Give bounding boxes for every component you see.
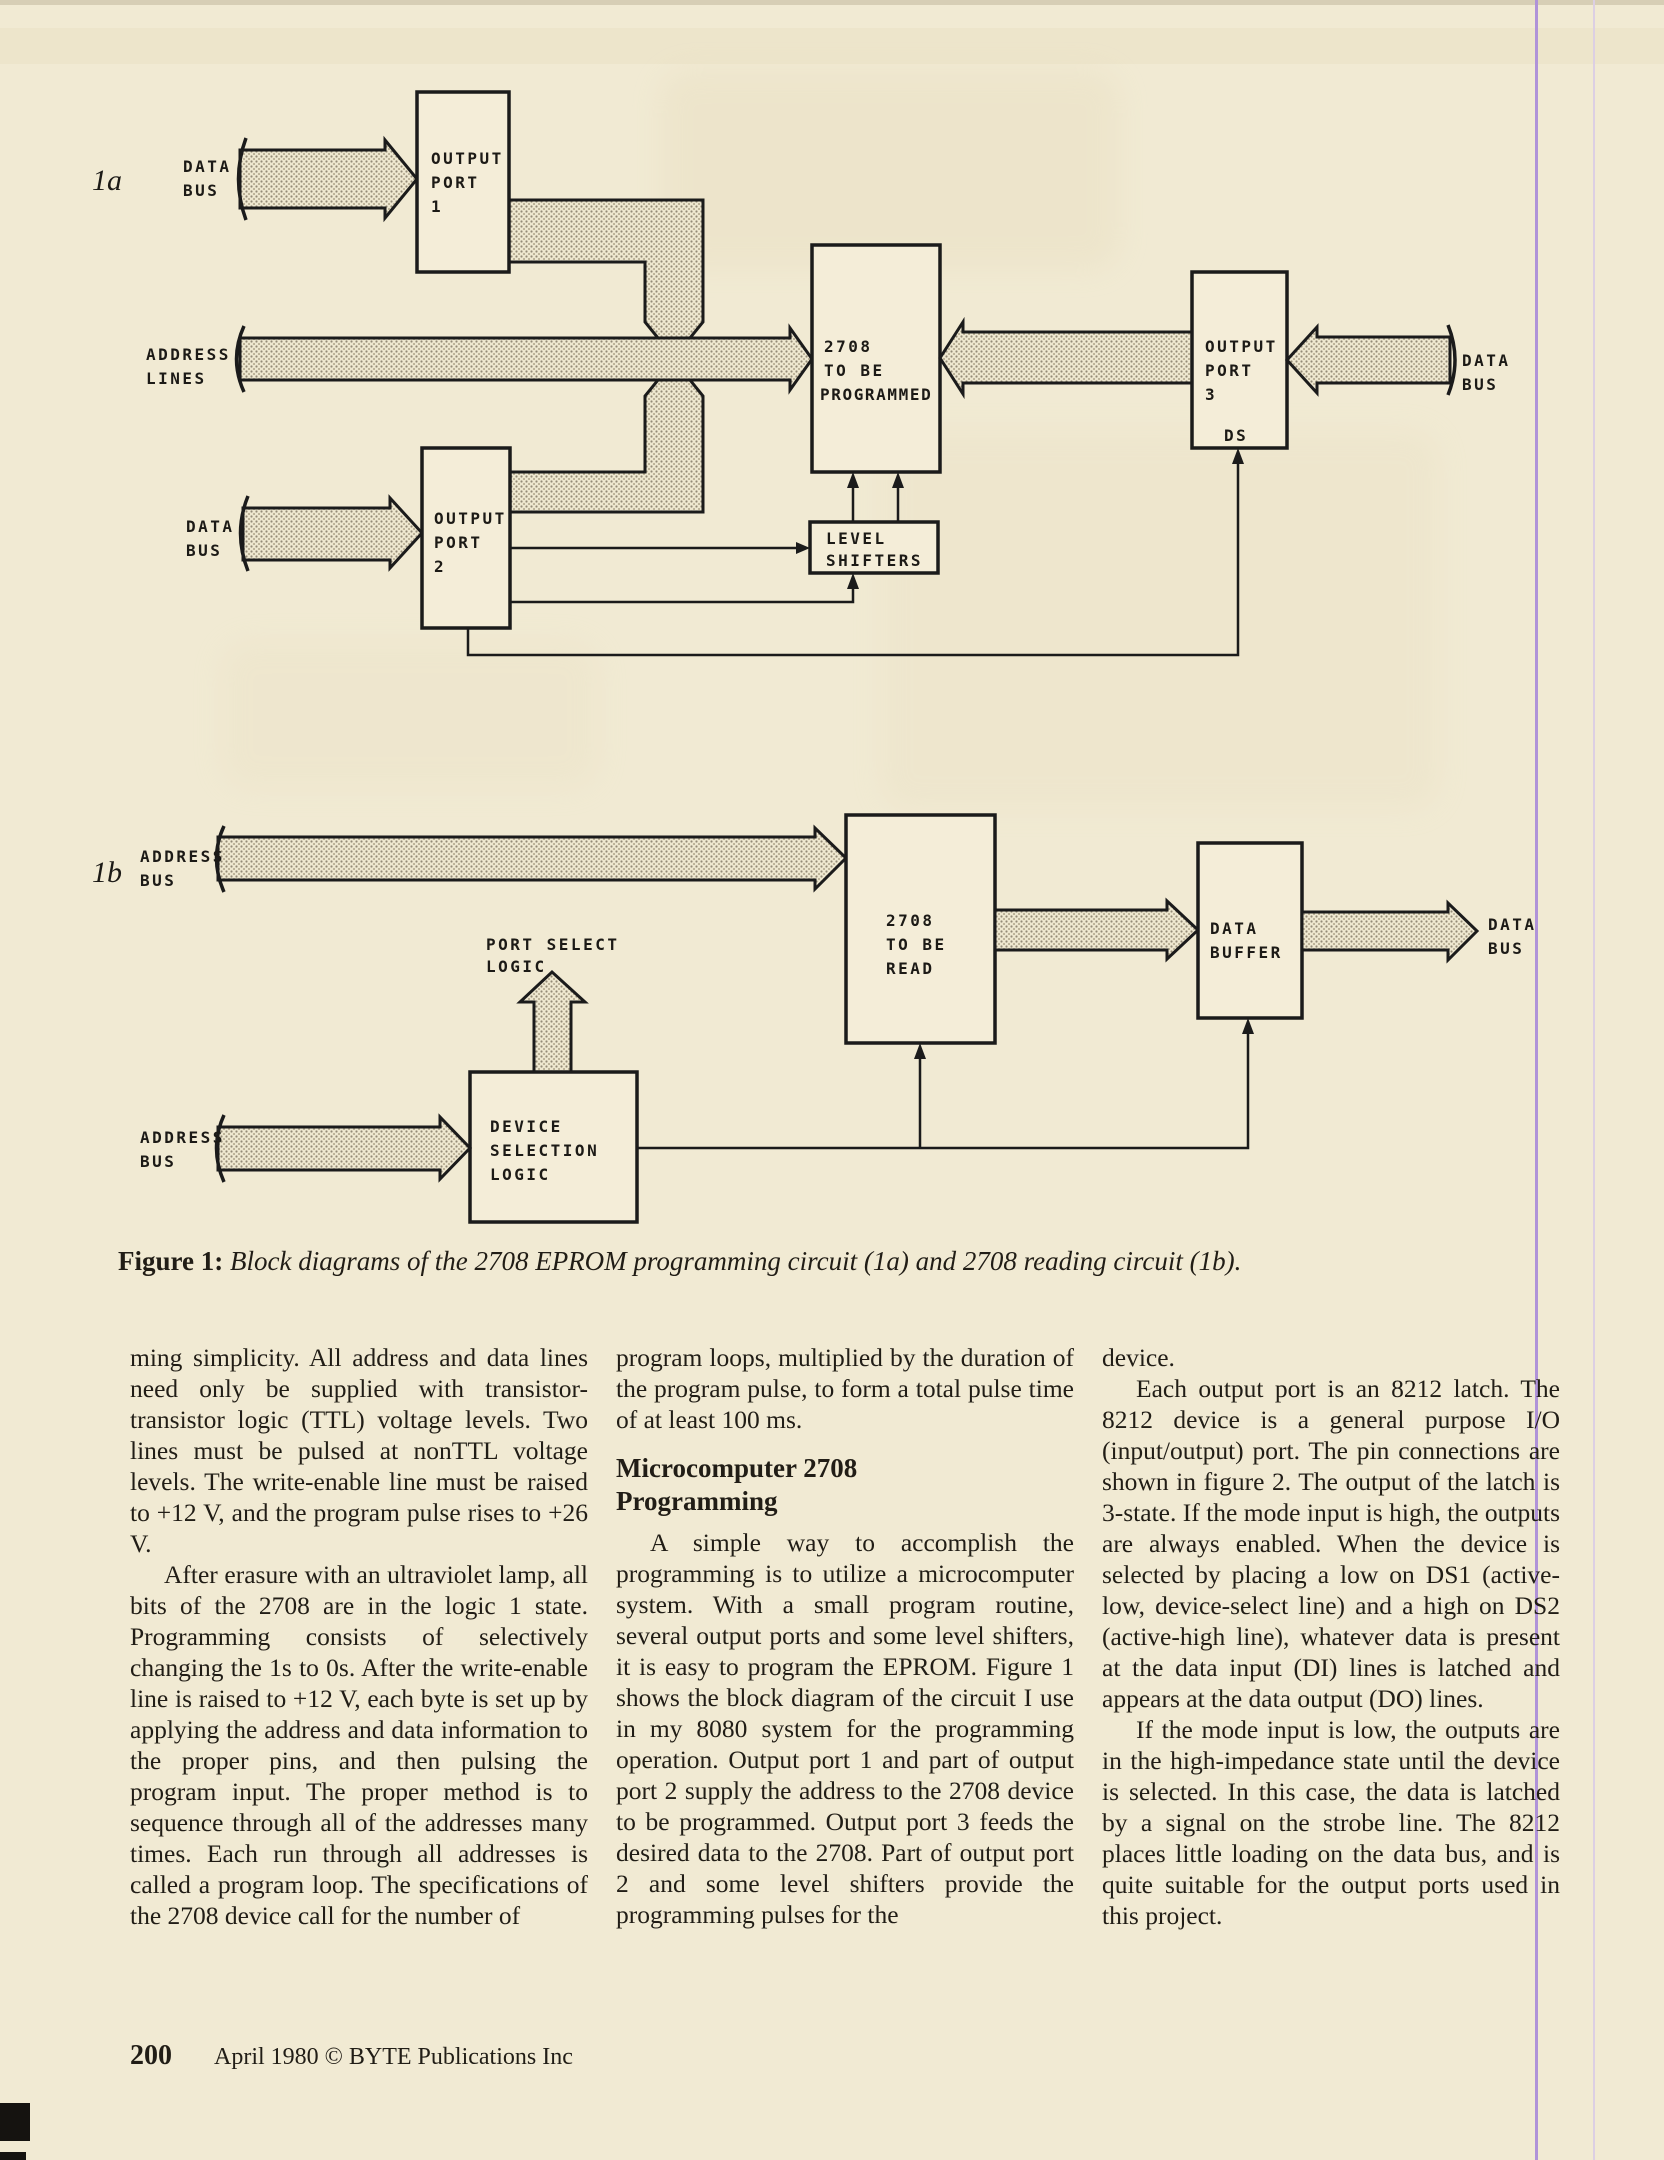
output-port-1-text: PORT	[431, 173, 480, 192]
data-bus-top-arrow	[238, 135, 419, 223]
port2-address-elbow-bus	[508, 378, 705, 514]
paragraph: Each output port is an 8212 latch. The 8…	[1102, 1374, 1560, 1713]
data-bus-right-label-2: BUS	[1462, 375, 1498, 394]
bus-origin-bracket	[214, 825, 226, 893]
output-port-2-text: PORT	[434, 533, 483, 552]
article-column-1: ming simplicity. All address and data li…	[130, 1342, 588, 1931]
output-port-3-text: OUTPUT	[1205, 337, 1278, 356]
address-bus-1b-label-1: ADDRESS	[140, 847, 225, 866]
section-heading: Microcomputer 2708 Programming	[616, 1453, 858, 1516]
bus-origin-bracket	[234, 325, 246, 393]
level-shifters-text: LEVEL	[826, 529, 887, 548]
page-number: 200	[130, 2040, 172, 2071]
output-port-2-box	[420, 446, 512, 630]
diagram-1a-label: 1a	[92, 164, 122, 197]
output-port-2-text: OUTPUT	[434, 509, 507, 528]
port3-to-eprom-bus	[938, 316, 1194, 400]
device-selection-logic-text: LOGIC	[490, 1165, 551, 1184]
scan-line-purple	[1535, 0, 1538, 2160]
arrowheads-1a	[796, 448, 1244, 589]
eprom-2708-program-text: TO BE	[824, 361, 885, 380]
output-port-1-box	[415, 90, 511, 274]
address-bus-1b-label-2: BUS	[140, 871, 176, 890]
port-select-logic-label-1: PORT SELECT	[486, 935, 619, 954]
diagram-1b-label: 1b	[92, 856, 122, 889]
port-select-up-arrow	[516, 969, 589, 1074]
scan-line-pink	[1593, 0, 1595, 2160]
output-port-3-box	[1190, 270, 1289, 450]
read-to-buffer-bus	[993, 897, 1201, 963]
print-showthrough	[880, 430, 1440, 810]
address-bus-dsl-arrow	[216, 1113, 473, 1183]
data-buffer-text: BUFFER	[1210, 943, 1283, 962]
data-bus-top-label-1: DATA	[183, 157, 232, 176]
output-port-3-text: 3	[1205, 385, 1217, 404]
data-bus-right-label-1: DATA	[1462, 351, 1511, 370]
article-column-2: program loops, multiplied by the duratio…	[616, 1342, 1074, 1930]
address-bus-dsl-label-2: BUS	[140, 1152, 176, 1171]
eprom-2708-read-text: READ	[886, 959, 935, 978]
paragraph: After erasure with an ultraviolet lamp, …	[130, 1560, 588, 1930]
scan-artifact-corner	[0, 2103, 30, 2141]
port1-address-elbow-bus	[507, 198, 705, 340]
eprom-2708-program-box	[810, 243, 942, 474]
eprom-2708-read-box	[844, 813, 997, 1045]
scan-edge-top	[0, 0, 1664, 5]
figure-1-diagram: 1a DATA BUS ADDRESS LINES OUTPUT PORT 1 …	[92, 90, 1537, 1224]
print-showthrough	[660, 70, 1120, 270]
data-bus-top-label-2: BUS	[183, 181, 219, 200]
data-buffer-box	[1196, 841, 1304, 1020]
output-port-2-text: 2	[434, 557, 446, 576]
output-port-3-ds-pin: DS	[1224, 426, 1248, 445]
paragraph: program loops, multiplied by the duratio…	[616, 1343, 1074, 1434]
figure-caption-text: Block diagrams of the 2708 EPROM program…	[229, 1246, 1242, 1276]
eprom-2708-read-text: TO BE	[886, 935, 947, 954]
output-port-3-text: PORT	[1205, 361, 1254, 380]
paragraph: A simple way to accomplish the programmi…	[616, 1528, 1074, 1929]
address-lines-bus	[238, 323, 814, 395]
address-bus-dsl-label-1: ADDRESS	[140, 1128, 225, 1147]
data-bus-1b-label-2: BUS	[1488, 939, 1524, 958]
data-bus-1b-label-1: DATA	[1488, 915, 1537, 934]
eprom-2708-program-text: 2708	[824, 337, 873, 356]
figure-caption: Figure 1: Block diagrams of the 2708 EPR…	[118, 1246, 1478, 1277]
device-selection-logic-box	[468, 1070, 639, 1224]
figure-caption-label: Figure 1:	[118, 1246, 224, 1276]
buffer-to-databus-arrow	[1300, 899, 1480, 964]
data-bus-mid-label-2: BUS	[186, 541, 222, 560]
paragraph: ming simplicity. All address and data li…	[130, 1343, 588, 1558]
print-showthrough	[220, 640, 600, 790]
arrowheads-1b	[914, 1018, 1254, 1059]
device-selection-logic-text: SELECTION	[490, 1141, 599, 1160]
data-buffer-text: DATA	[1210, 919, 1259, 938]
bus-origin-bracket	[1446, 324, 1457, 396]
control-lines-1a	[466, 464, 1240, 657]
publication-credit: April 1980 © BYTE Publications Inc	[214, 2044, 573, 2070]
paragraph: If the mode input is low, the outputs ar…	[1102, 1715, 1560, 1930]
output-port-1-text: 1	[431, 197, 443, 216]
port-select-logic-label-2: LOGIC	[486, 957, 547, 976]
bus-origin-bracket	[236, 137, 248, 221]
output-port-1-text: OUTPUT	[431, 149, 504, 168]
page-footer: 200 April 1980 © BYTE Publications Inc	[130, 2040, 573, 2072]
eprom-2708-read-text: 2708	[886, 911, 935, 930]
paragraph: device.	[1102, 1343, 1175, 1372]
article-column-3: device. Each output port is an 8212 latc…	[1102, 1342, 1560, 1931]
eprom-2708-program-text: PROGRAMMED	[820, 385, 932, 404]
address-bus-1b-arrow	[216, 824, 849, 893]
address-lines-label-1: ADDRESS	[146, 345, 231, 364]
bus-origin-bracket	[238, 495, 250, 572]
scan-artifact-strip	[0, 2152, 26, 2160]
paper-shade-band	[0, 28, 1664, 64]
address-lines-label-2: LINES	[146, 369, 207, 388]
level-shifters-text: SHIFTERS	[826, 551, 923, 570]
control-lines-1b	[637, 1034, 1250, 1150]
level-shifters-box	[808, 520, 940, 575]
data-bus-mid-label-1: DATA	[186, 517, 235, 536]
data-bus-right-arrow	[1284, 323, 1452, 397]
data-bus-mid-arrow	[241, 494, 425, 572]
device-selection-logic-text: DEVICE	[490, 1117, 563, 1136]
bus-origin-bracket	[214, 1114, 226, 1183]
